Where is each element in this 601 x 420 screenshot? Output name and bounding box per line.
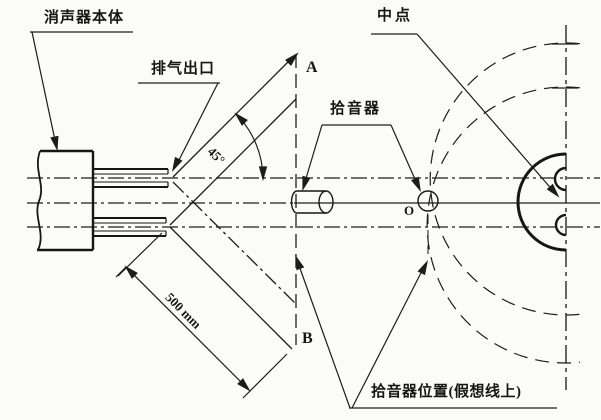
centerlines	[27, 177, 600, 228]
locus-arc-top-outlet	[429, 42, 581, 316]
angle-rays	[169, 50, 301, 350]
upper-outlet-up-ray	[172, 57, 293, 178]
rear-view-outlet-top	[553, 166, 567, 192]
rear-view-outlets	[516, 25, 567, 390]
midpoint-label-leader	[371, 33, 556, 194]
locus-arc-bottom-outlet	[426, 86, 581, 364]
outlet-label-leader	[138, 82, 220, 167]
mic-position-label: 拾音器位置(假想线上)	[371, 384, 522, 400]
point-a-label: A	[306, 59, 318, 76]
leader-lines	[30, 31, 562, 409]
muffler-body-drawing	[36, 149, 95, 252]
angle-arc	[235, 113, 264, 180]
midpoint-label: 中点	[377, 8, 414, 24]
lower-outlet-down-ray	[169, 226, 293, 350]
mic-locus-arcs	[426, 42, 581, 364]
extension-line-1	[117, 232, 163, 277]
point-b-label: B	[302, 330, 313, 347]
muffler-body-label: 消声器本体	[44, 10, 125, 26]
exhaust-outlet-label: 排气出口	[151, 61, 216, 77]
distance-dimension	[115, 232, 288, 399]
muffler-label-leader	[30, 31, 133, 146]
microphone-at-O	[417, 190, 439, 258]
point-o-label: O	[404, 203, 415, 218]
lower-outlet-up-ray	[169, 98, 297, 226]
extension-line-2	[242, 353, 288, 399]
rear-view-body-circle	[516, 152, 567, 252]
arc-end-ticks	[552, 43, 578, 89]
exhaust-pipes	[93, 168, 169, 237]
microphone-label: 拾音器	[330, 101, 382, 117]
angle-dimension	[232, 110, 267, 180]
dimension-line	[125, 266, 250, 391]
microphone-label-leaders	[303, 124, 419, 187]
rear-view-outlet-bottom	[554, 213, 567, 237]
microphone-cylinder	[290, 190, 334, 214]
muffler-break-line	[36, 150, 43, 251]
upper-outlet-down-ray	[172, 181, 297, 305]
mic-position-label-leaders	[296, 259, 557, 409]
